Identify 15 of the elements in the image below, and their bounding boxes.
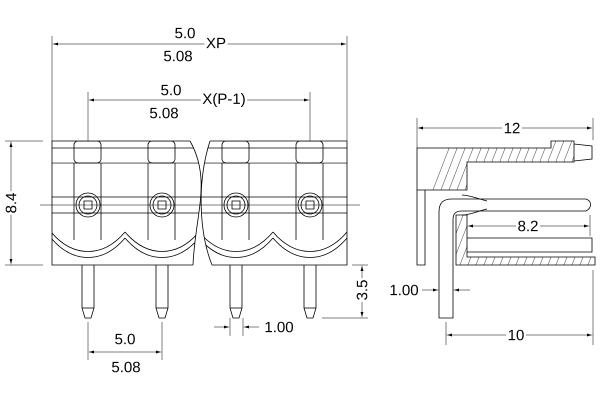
dimension-label: 3.5 bbox=[355, 278, 369, 302]
dimension-label: 5.08 bbox=[112, 362, 140, 372]
dimension-label: XP bbox=[204, 36, 228, 50]
dimension-label: 5.08 bbox=[162, 49, 194, 63]
dimension-label: 1.00 bbox=[390, 284, 418, 296]
dimension-label: 12 bbox=[502, 121, 522, 135]
dimension-label: 5.0 bbox=[159, 83, 183, 97]
dimension-label: 5.08 bbox=[148, 106, 180, 120]
dimension-label: 5.0 bbox=[115, 334, 135, 344]
dimension-label: 8.2 bbox=[516, 219, 540, 233]
dimension-label: 10 bbox=[506, 328, 526, 342]
dimension-label: 5.0 bbox=[173, 26, 197, 40]
dimension-label: 8.4 bbox=[4, 191, 18, 215]
dimension-label: 1.00 bbox=[266, 322, 293, 332]
dimension-label: X(P-1) bbox=[200, 92, 248, 108]
